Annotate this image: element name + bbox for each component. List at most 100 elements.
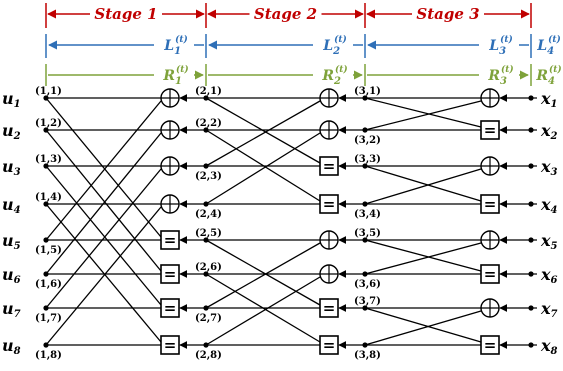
node-index-label: (2,1) xyxy=(195,86,222,97)
xor-node xyxy=(480,298,500,318)
xor-node xyxy=(480,88,500,108)
output-label: x1 xyxy=(540,89,558,110)
equality-node: = xyxy=(319,298,339,318)
l-label: L4(t) xyxy=(536,34,561,57)
variable-node xyxy=(43,342,49,348)
wire-cross xyxy=(45,165,162,306)
variable-node xyxy=(362,342,368,348)
svg-text:=: = xyxy=(323,195,336,213)
output-label: x3 xyxy=(540,157,558,178)
node-index-label: (3,8) xyxy=(354,350,381,361)
equality-node: = xyxy=(160,298,180,318)
variable-node xyxy=(43,201,49,207)
wire-cross xyxy=(45,203,162,343)
wire-cross xyxy=(364,165,482,202)
wire-cross xyxy=(45,129,162,272)
node-index-label: (2,3) xyxy=(195,171,222,182)
svg-text:=: = xyxy=(164,265,177,283)
variable-node xyxy=(43,271,49,277)
xor-node xyxy=(480,156,500,176)
equality-node: = xyxy=(319,194,339,214)
output-label: x8 xyxy=(540,336,558,357)
wire-cross xyxy=(364,307,482,343)
stage-label: Stage 2 xyxy=(254,5,317,23)
svg-text:=: = xyxy=(323,157,336,175)
node-index-label: (1,2) xyxy=(35,118,62,129)
wire-cross xyxy=(45,132,162,275)
xor-node xyxy=(319,120,339,140)
svg-text:=: = xyxy=(164,336,177,354)
node-index-label: (2,7) xyxy=(195,313,222,324)
wire-cross xyxy=(205,242,321,309)
node-index-label: (1,3) xyxy=(35,154,62,165)
graph-nodes: = = = = = = = = = = = = xyxy=(43,88,534,355)
wire-cross xyxy=(45,97,162,238)
variable-node xyxy=(362,127,368,133)
input-label: u2 xyxy=(2,121,21,142)
variable-node xyxy=(203,342,209,348)
xor-node xyxy=(480,230,500,250)
variable-node xyxy=(203,127,209,133)
node-index-label: (1,7) xyxy=(35,313,62,324)
wire-cross xyxy=(364,242,482,275)
variable-node xyxy=(43,237,49,243)
wire-cross xyxy=(205,239,321,306)
output-label: x4 xyxy=(540,195,558,216)
variable-node xyxy=(203,305,209,311)
equality-node: = xyxy=(480,120,500,140)
node-index-label: (1,5) xyxy=(35,245,62,256)
output-label: x6 xyxy=(540,265,558,286)
node-index-label: (1,1) xyxy=(35,86,62,97)
input-label: u6 xyxy=(2,265,21,286)
variable-node xyxy=(362,271,368,277)
variable-node xyxy=(203,95,209,101)
input-label: u4 xyxy=(2,195,21,216)
equality-node: = xyxy=(319,335,339,355)
svg-text:=: = xyxy=(484,336,497,354)
node-index-label: (3,2) xyxy=(354,135,381,146)
r-label: R4(t) xyxy=(535,64,561,87)
variable-node xyxy=(43,305,49,311)
stage-label: Stage 3 xyxy=(416,5,479,23)
variable-node xyxy=(203,237,209,243)
xor-node xyxy=(160,120,180,140)
wire-cross xyxy=(364,97,482,128)
graph-labels: u1u2u3u4u5u6u7u8x1x2x3x4x5x6x7x8(1,1)(1,… xyxy=(2,86,558,361)
variable-node xyxy=(362,305,368,311)
node-index-label: (3,7) xyxy=(354,296,381,307)
variable-node xyxy=(362,163,368,169)
node-index-label: (3,6) xyxy=(354,279,381,290)
l-label: L1(t) xyxy=(163,34,188,57)
svg-text:=: = xyxy=(484,265,497,283)
svg-text:=: = xyxy=(484,121,497,139)
node-index-label: (3,1) xyxy=(354,86,381,97)
node-index-label: (2,2) xyxy=(195,118,222,129)
variable-node xyxy=(203,163,209,169)
equality-node: = xyxy=(480,194,500,214)
svg-text:=: = xyxy=(323,336,336,354)
wire-cross xyxy=(364,239,482,272)
r-label: R2(t) xyxy=(321,64,347,87)
node-index-label: (1,6) xyxy=(35,279,62,290)
wire-cross xyxy=(205,100,321,167)
l-label: L2(t) xyxy=(322,34,347,57)
node-index-label: (2,4) xyxy=(195,209,222,220)
equality-node: = xyxy=(480,264,500,284)
xor-node xyxy=(319,264,339,284)
equality-node: = xyxy=(160,230,180,250)
l-label: L3(t) xyxy=(488,34,513,57)
variable-node xyxy=(43,163,49,169)
input-label: u7 xyxy=(2,299,21,320)
wire-cross xyxy=(45,100,162,241)
variable-node xyxy=(43,127,49,133)
variable-node xyxy=(362,95,368,101)
equality-node: = xyxy=(160,264,180,284)
node-index-label: (3,5) xyxy=(354,228,381,239)
svg-text:=: = xyxy=(164,231,177,249)
variable-node xyxy=(362,237,368,243)
node-index-label: (2,6) xyxy=(195,262,222,273)
node-index-label: (2,5) xyxy=(195,228,222,239)
svg-text:=: = xyxy=(323,299,336,317)
